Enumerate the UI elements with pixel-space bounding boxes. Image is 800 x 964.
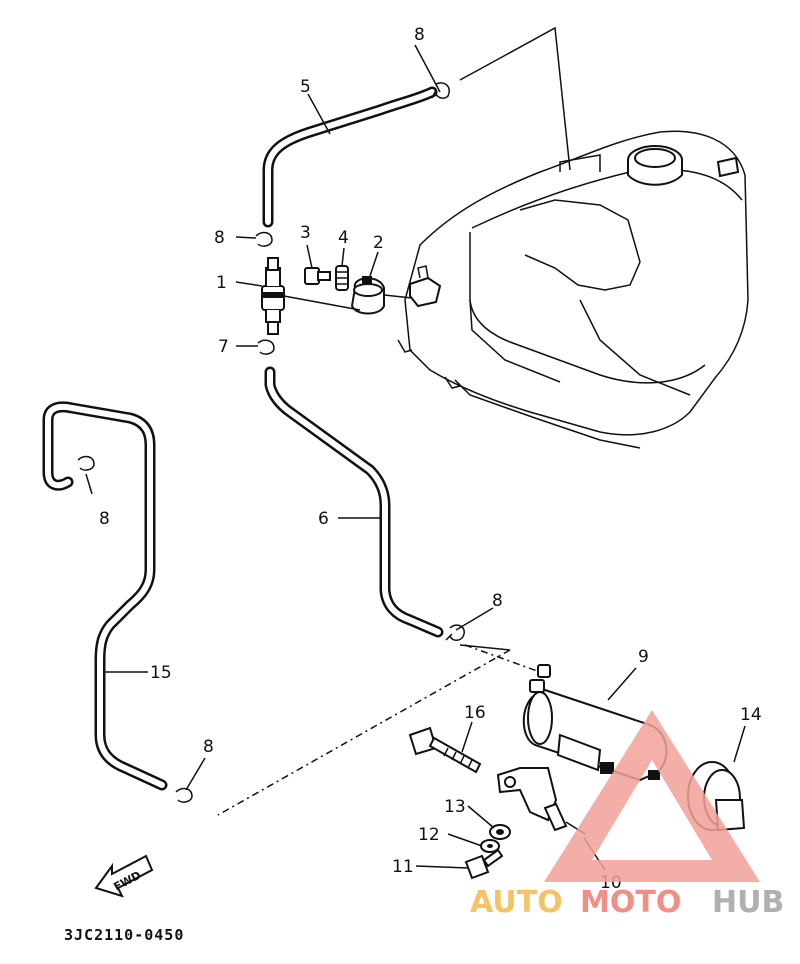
washer-13: [489, 824, 511, 840]
callout-12: 12: [418, 825, 440, 845]
bolt-16: [408, 726, 482, 774]
watermark-auto: AUTO: [470, 885, 563, 920]
watermark-hub: HUB: [712, 885, 784, 920]
callout-4: 4: [338, 228, 349, 248]
spring-4: [335, 265, 349, 291]
hose-6: [264, 366, 444, 638]
clip-8-top: [431, 82, 450, 99]
catalog-code: 3JC2110-0450: [64, 926, 184, 944]
clip-7-filter: [257, 339, 275, 355]
clip-8-filter: [255, 231, 273, 247]
watermark-moto: MOTO: [580, 885, 681, 920]
callout-14: 14: [740, 705, 762, 725]
fuel-tank: [397, 130, 749, 449]
callouts: 8 5 8 3 4 2 1 7 8 6 8 9 14 15 16 8 13 12…: [99, 25, 762, 893]
callout-8-hose6: 8: [492, 591, 503, 611]
watermark-logo: AUTO MOTO HUB: [470, 710, 784, 920]
callout-8-hose15: 8: [99, 509, 110, 529]
callout-3: 3: [300, 223, 311, 243]
hose-5: [262, 86, 438, 228]
callout-9: 9: [638, 647, 649, 667]
fuel-filter-1: [261, 257, 285, 335]
bracket-10: [496, 767, 586, 835]
clip-8-hose15-bottom: [175, 787, 193, 803]
grommet-2: [350, 276, 385, 315]
callout-8-top: 8: [414, 25, 425, 45]
clip-8-hose15-top: [77, 455, 95, 471]
callout-15: 15: [150, 663, 172, 683]
callout-7: 7: [218, 337, 229, 357]
screw-3: [304, 267, 331, 285]
watermark-triangle-icon: [544, 710, 760, 882]
callout-8-bottom: 8: [203, 737, 214, 757]
callout-8-filter: 8: [214, 228, 225, 248]
callout-11: 11: [392, 857, 414, 877]
fwd-arrow-icon: FWD: [94, 854, 154, 898]
clip-8-hose6: [445, 624, 465, 641]
callout-6: 6: [318, 509, 329, 529]
hose-15: [42, 401, 168, 791]
callout-2: 2: [373, 233, 384, 253]
callout-5: 5: [300, 77, 311, 97]
callout-16: 16: [464, 703, 486, 723]
callout-1: 1: [216, 273, 227, 293]
bolt-11: [464, 848, 504, 880]
callout-13: 13: [444, 797, 466, 817]
